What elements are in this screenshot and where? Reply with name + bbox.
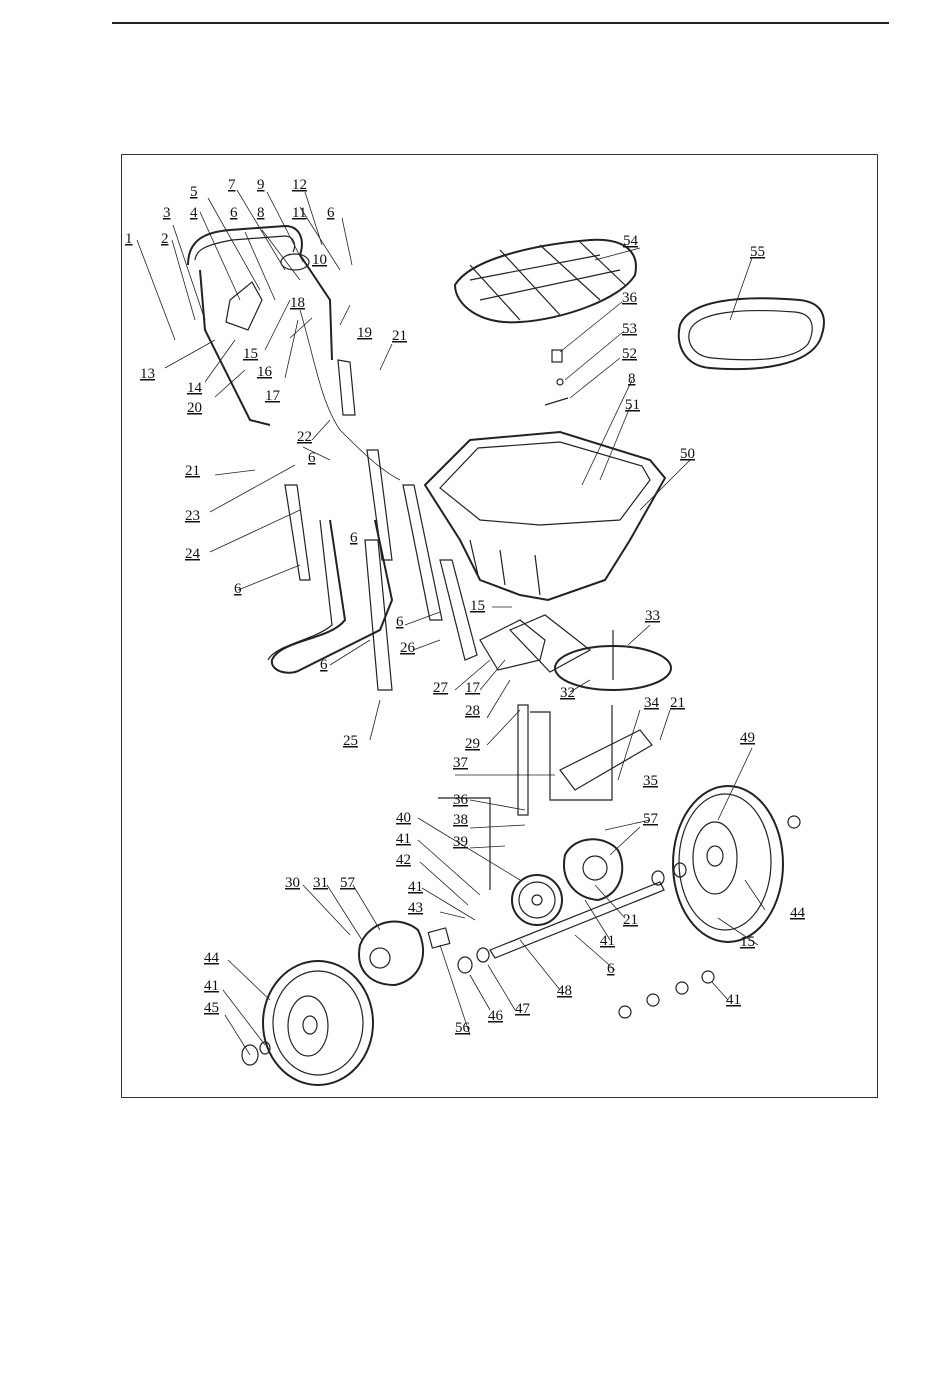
callout-24: 24	[185, 546, 201, 562]
tube	[560, 730, 652, 790]
callout-7: 7	[228, 177, 236, 193]
callout-8a: 8	[257, 205, 265, 221]
callout-54: 54	[623, 233, 639, 249]
handle-assembly	[188, 226, 590, 690]
callout-57a: 57	[340, 875, 356, 891]
spreader-assembly	[359, 630, 714, 1018]
callout-2: 2	[161, 231, 169, 247]
callout-27: 27	[433, 680, 449, 696]
callout-36a: 36	[453, 792, 469, 808]
callout-21a: 21	[392, 328, 407, 344]
left-wheel	[263, 961, 373, 1085]
callout-57b: 57	[643, 811, 659, 827]
callout-13: 13	[140, 366, 155, 382]
callout-56: 56	[455, 1020, 471, 1036]
callout-15b: 15	[470, 598, 485, 614]
callout-33: 33	[645, 608, 660, 624]
callout-15c: 15	[740, 934, 755, 950]
callout-17b: 17	[465, 680, 481, 696]
callout-41d: 41	[600, 933, 615, 949]
callout-41a: 41	[396, 831, 411, 847]
callout-55: 55	[750, 244, 765, 260]
hopper	[425, 432, 665, 600]
callout-23: 23	[185, 508, 200, 524]
callout-6a: 6	[230, 205, 238, 221]
callout-31: 31	[313, 875, 328, 891]
frame-bracket	[480, 620, 545, 670]
callout-9: 9	[257, 177, 265, 193]
callout-45: 45	[204, 1000, 219, 1016]
callout-8b: 8	[628, 371, 636, 387]
callout-43: 43	[408, 900, 423, 916]
callout-39: 39	[453, 834, 468, 850]
callout-21d: 21	[670, 695, 685, 711]
callout-6e: 6	[234, 581, 242, 597]
callout-14: 14	[187, 380, 203, 396]
callout-38: 38	[453, 812, 468, 828]
callout-19: 19	[357, 325, 372, 341]
callout-6c: 6	[308, 450, 316, 466]
callout-1: 1	[125, 231, 133, 247]
callout-6h: 6	[607, 961, 615, 977]
callout-6f: 6	[396, 614, 404, 630]
callout-21b: 21	[185, 463, 200, 479]
callout-29: 29	[465, 736, 480, 752]
callout-36b: 36	[622, 290, 638, 306]
callout-53: 53	[622, 321, 637, 337]
callout-32: 32	[560, 685, 575, 701]
callout-4: 4	[190, 205, 198, 221]
callout-41e: 41	[726, 992, 741, 1008]
callout-48: 48	[557, 983, 572, 999]
callout-46: 46	[488, 1008, 504, 1024]
callout-17a: 17	[265, 388, 281, 404]
callout-41c: 41	[204, 978, 219, 994]
rain-cover	[679, 298, 824, 369]
callout-10: 10	[312, 252, 327, 268]
callout-3: 3	[163, 205, 171, 221]
callout-6b: 6	[327, 205, 335, 221]
callout-25: 25	[343, 733, 358, 749]
callout-20: 20	[187, 400, 202, 416]
callout-11: 11	[292, 205, 306, 221]
callout-50: 50	[680, 446, 695, 462]
right-wheel	[673, 786, 783, 942]
gearbox-half-right	[564, 839, 622, 900]
callout-15a: 15	[243, 346, 258, 362]
callout-37: 37	[453, 755, 469, 771]
callout-5: 5	[190, 184, 198, 200]
callout-51: 51	[625, 397, 640, 413]
callout-21c: 21	[623, 912, 638, 928]
callout-12: 12	[292, 177, 307, 193]
callout-26: 26	[400, 640, 416, 656]
callout-44a: 44	[204, 950, 220, 966]
callout-16: 16	[257, 364, 273, 380]
handle-plate	[226, 282, 262, 330]
callout-40: 40	[396, 810, 411, 826]
callout-34: 34	[644, 695, 660, 711]
callout-18: 18	[290, 295, 305, 311]
callout-30: 30	[285, 875, 300, 891]
wheels	[242, 786, 800, 1085]
callout-22: 22	[297, 429, 312, 445]
leader-lines	[137, 190, 765, 1055]
hopper-cover	[455, 240, 636, 322]
callout-6g: 6	[320, 657, 328, 673]
callout-41b: 41	[408, 879, 423, 895]
gearbox-half-left	[359, 922, 423, 985]
callout-42: 42	[396, 852, 411, 868]
callout-35: 35	[643, 773, 658, 789]
callout-28: 28	[465, 703, 480, 719]
callout-44b: 44	[790, 905, 806, 921]
callout-47: 47	[515, 1001, 531, 1017]
callout-6d: 6	[350, 530, 358, 546]
callout-49: 49	[740, 730, 755, 746]
callout-52: 52	[622, 346, 637, 362]
